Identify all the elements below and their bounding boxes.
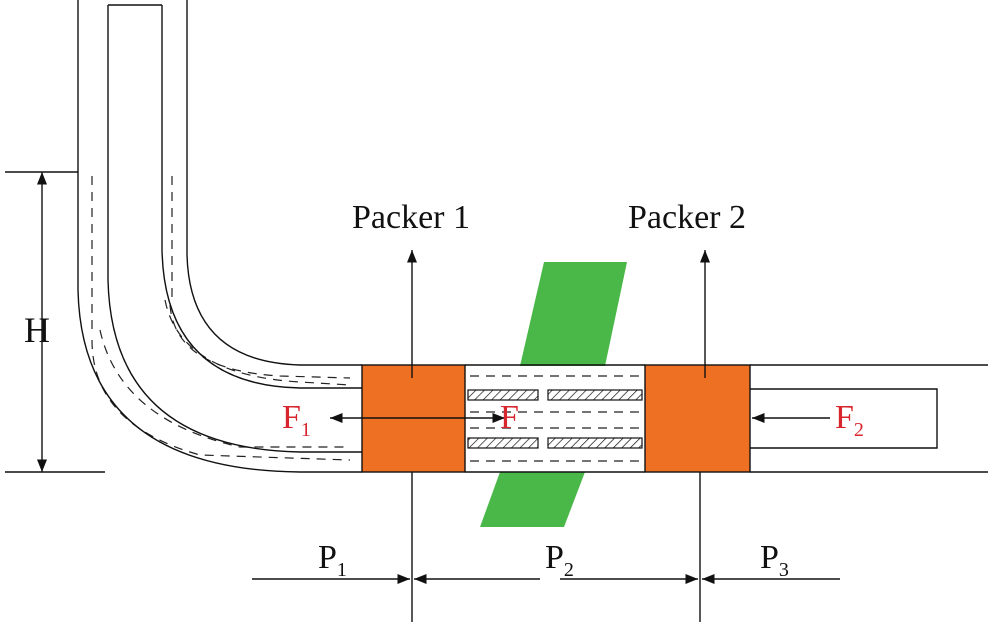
pressure-1-label: P1 [318, 539, 347, 581]
force-label: F [500, 399, 519, 436]
wellbore-outline [77, 0, 988, 473]
height-label: H [24, 310, 50, 350]
packer-2-label: Packer 2 [628, 199, 746, 236]
perforated-tubing [467, 389, 643, 449]
packer-1-label: Packer 1 [352, 199, 470, 236]
height-dimension [5, 171, 105, 473]
interval-fluid [470, 375, 645, 462]
fracture-upper [520, 262, 627, 366]
pressure-3-label: P3 [760, 539, 789, 581]
force-1-label: F1 [282, 399, 311, 441]
force-2-label: F2 [835, 399, 864, 441]
packer-2 [644, 364, 751, 473]
annulus-fluid [91, 176, 351, 461]
pressure-2-label: P2 [545, 539, 574, 581]
fracture-lower [480, 472, 585, 527]
